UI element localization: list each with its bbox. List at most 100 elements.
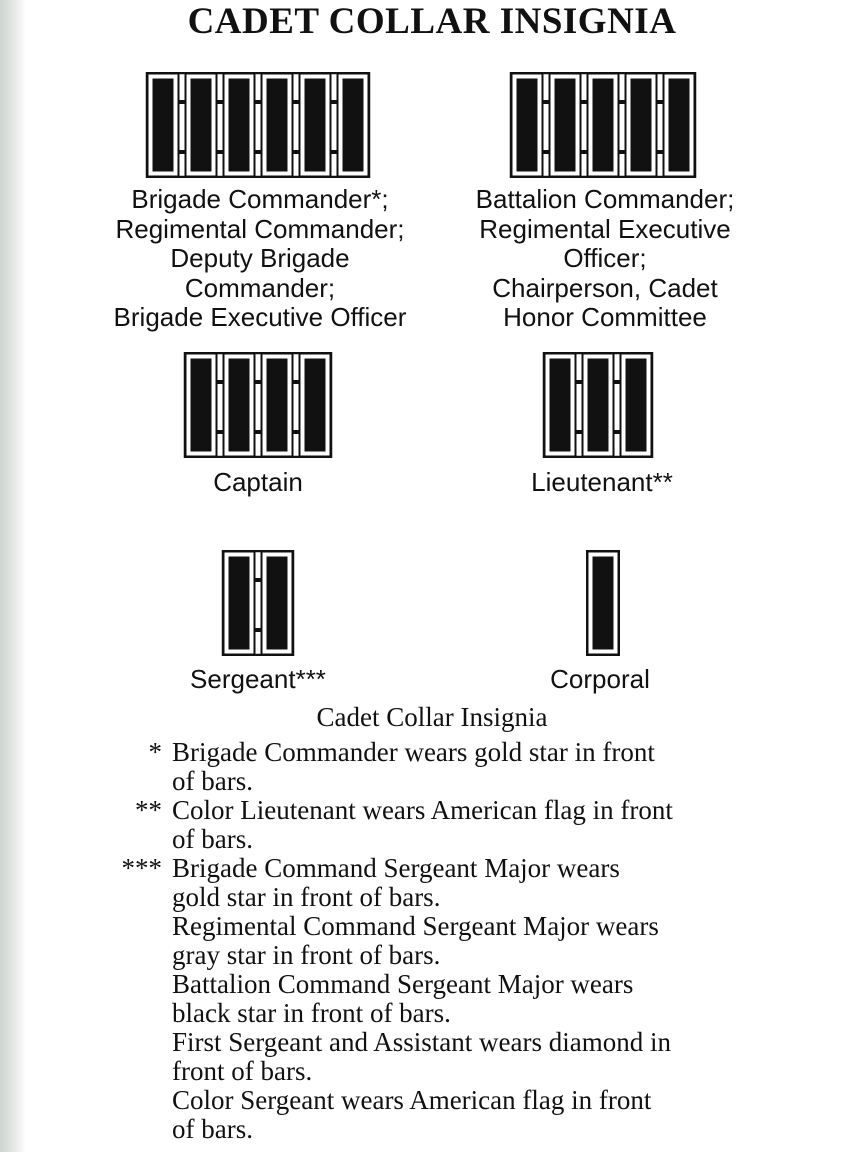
bar-fill [152,78,174,172]
bar-fill [304,358,326,452]
bar-fill [587,358,609,452]
footnote-line: Battalion Command Sergeant Major wears [172,969,634,999]
bar-connector [254,578,261,582]
bar-connector [254,380,261,384]
bar-fill [592,78,614,172]
insignia-label-captain: Captain [108,467,408,498]
insignia-frame [145,72,371,178]
bar-fill [304,78,326,172]
bar-connector [613,380,620,384]
footnote-line: of bars. [172,1114,253,1144]
label-line: Honor Committee [503,302,707,332]
bar-connector [292,100,299,104]
bar-fill [592,556,614,650]
bar-connector [178,100,185,104]
footnote-text: Color Lieutenant wears American flag in … [172,796,772,854]
bar-fill [228,556,250,650]
bar-fill [228,358,250,452]
bar-fill [668,78,690,172]
bar-connector [542,100,549,104]
bar-connector [254,628,261,632]
label-line: Regimental Commander; [115,213,405,244]
insignia-one-bar [586,550,620,656]
bar-connector [216,100,223,104]
bar-fill [554,78,576,172]
footnote-mark: *** [121,853,163,883]
footnote-line: front of bars. [172,1056,313,1086]
bar-fill [190,358,212,452]
bar-connector [178,150,185,154]
scan-edge-shadow [0,0,26,1152]
insignia-four-bars [183,352,333,458]
bar-fill [190,78,212,172]
label-line: Deputy Brigade [170,243,350,273]
footnote-text: Brigade Command Sergeant Major wears gol… [172,854,772,1144]
insignia-label-corporal: Corporal [450,664,750,695]
bar-connector [292,150,299,154]
bar-connector [330,100,337,104]
figure-caption: Cadet Collar Insignia [316,702,548,732]
footnote-line: Color Lieutenant wears American flag in … [172,795,673,825]
label-line: Corporal [550,664,650,694]
bar-connector [580,100,587,104]
footnote-line: First Sergeant and Assistant wears diamo… [172,1027,671,1057]
insignia-three-bars [542,352,654,458]
insignia-five-bars [509,72,697,178]
bar-fill [266,556,288,650]
bar-connector [216,430,223,434]
label-line: Chairperson, Cadet [492,272,718,303]
bar-connector [254,150,261,154]
insignia-label-lieutenant: Lieutenant** [452,467,752,498]
bar-connector [656,100,663,104]
bar-fill [342,78,364,172]
page-title: CADET COLLAR INSIGNIA [187,1,677,42]
footnote-line: gray star in front of bars. [172,940,441,970]
insignia-label-sergeant: Sergeant*** [108,664,408,695]
bar-fill [228,78,250,172]
footnote-line: gold star in front of bars. [172,882,441,912]
bar-connector [613,430,620,434]
footnote-mark: * [148,737,163,767]
footnote-line: of bars. [172,766,253,796]
label-line: Officer; [563,243,647,273]
footnote-line: Brigade Command Sergeant Major wears [172,853,620,883]
bar-connector [254,100,261,104]
bar-fill [630,78,652,172]
bar-connector [575,430,582,434]
footnote-line: Regimental Command Sergeant Major wears [172,911,659,941]
bar-connector [618,100,625,104]
bar-connector [656,150,663,154]
insignia-label-battalion-commander: Battalion Commander; Regimental Executiv… [405,184,805,333]
bar-fill [266,358,288,452]
footnote-line: of bars. [172,824,253,854]
footnote-mark: ** [135,795,162,825]
footnote-text: Brigade Commander wears gold star in fro… [172,738,772,796]
footnote-line: Color Sergeant wears American flag in fr… [172,1085,652,1115]
bar-fill [516,78,538,172]
insignia-six-bars [145,72,371,178]
bar-connector [575,380,582,384]
bar-connector [542,150,549,154]
bar-connector [618,150,625,154]
label-line: Brigade Commander*; [131,184,389,214]
label-line: Sergeant*** [190,664,326,694]
bar-connector [216,380,223,384]
label-line: Commander; [184,272,336,303]
footnote-line: Brigade Commander wears gold star in fro… [172,737,655,767]
label-line: Brigade Executive Officer [113,302,407,332]
bar-connector [254,430,261,434]
bar-fill [549,358,571,452]
bar-connector [292,380,299,384]
bar-fill [266,78,288,172]
bar-connector [580,150,587,154]
label-line: Captain [213,467,303,497]
insignia-label-brigade-commander: Brigade Commander*; Regimental Commander… [60,184,460,333]
footnote-line: black star in front of bars. [172,998,451,1028]
insignia-two-bars [221,550,295,656]
bar-connector [216,150,223,154]
bar-fill [625,358,647,452]
bar-connector [292,430,299,434]
label-line: Regimental Executive [479,213,731,244]
bar-connector [330,150,337,154]
label-line: Battalion Commander; [475,184,735,214]
